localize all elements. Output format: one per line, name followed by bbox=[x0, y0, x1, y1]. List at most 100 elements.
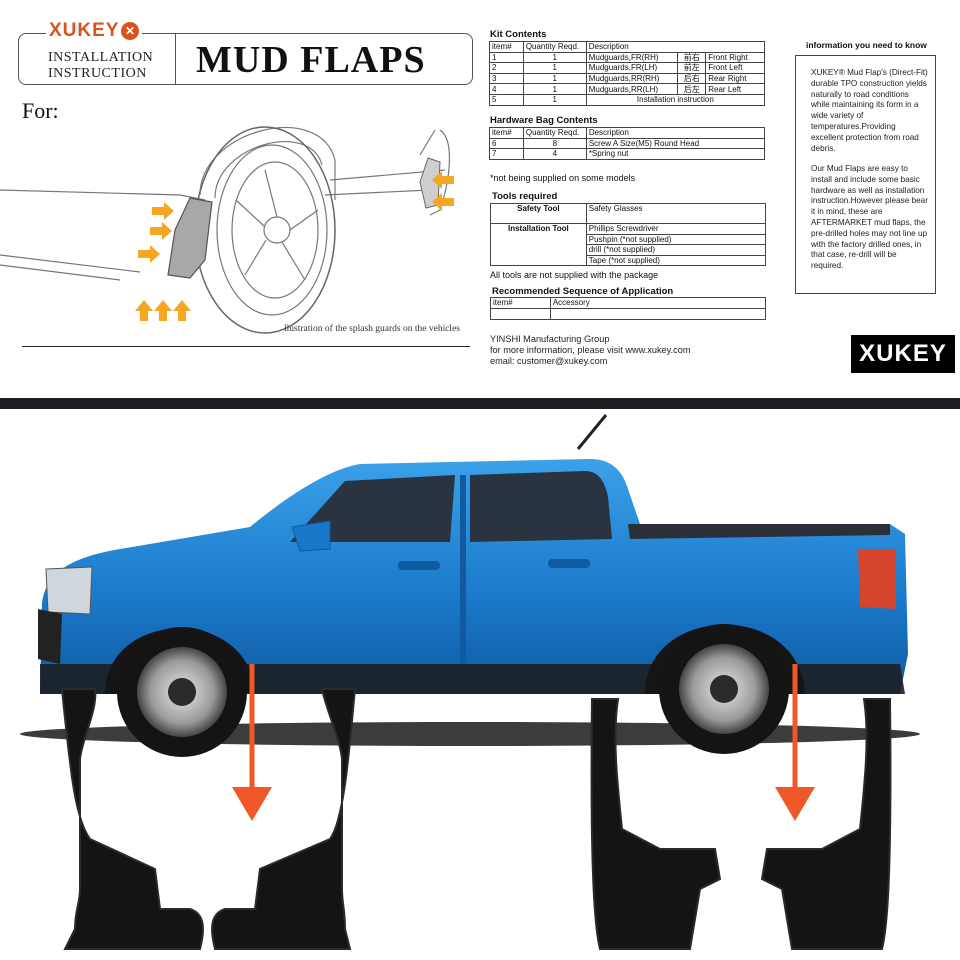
table-header-row: item# Quantity Reqd. Description bbox=[489, 41, 766, 53]
desc-cell: Mudguards,FR(LH) bbox=[585, 62, 679, 74]
position-cell: Rear Left bbox=[705, 83, 765, 95]
qty-cell: 8 bbox=[522, 137, 587, 150]
divider-line bbox=[22, 346, 470, 347]
item-cell: 1 bbox=[489, 51, 524, 64]
column-header: Quantity Reqd. bbox=[522, 41, 587, 53]
desc-cell: Installation instruction bbox=[585, 93, 766, 106]
table-row: 1 1 Mudguards,FR(RH) 前右 Front Right bbox=[489, 51, 765, 64]
column-header: Description bbox=[585, 127, 766, 139]
qty-cell: 1 bbox=[522, 93, 587, 106]
desc-cell: Mudguards,RR(LH) bbox=[585, 83, 679, 95]
info-paragraph: XUKEY® Mud Flap's (Direct-Fit) durable T… bbox=[811, 68, 928, 153]
for-label: For: bbox=[22, 98, 59, 123]
website-text: for more information, please visit www.x… bbox=[490, 345, 691, 355]
table-row: 7 4 *Spring nut bbox=[489, 148, 766, 160]
vehicle-line-diagram bbox=[0, 126, 454, 334]
sequence-table: item# Accessory bbox=[490, 297, 767, 320]
table-row: 3 1 Mudguards,RR(RH) 后右 Rear Right bbox=[489, 72, 765, 85]
install-tool-value: Tape (*not supplied) bbox=[585, 254, 767, 267]
hardware-title: Hardware Bag Contents bbox=[490, 115, 598, 126]
table-row: 4 1 Mudguards,RR(LH) 后左 Rear Left bbox=[489, 83, 765, 95]
front-flap-shape bbox=[167, 197, 213, 279]
info-box bbox=[795, 55, 936, 294]
qty-cell: 1 bbox=[522, 72, 587, 85]
email-text: email: customer@xukey.com bbox=[490, 356, 608, 366]
item-cell: 3 bbox=[489, 72, 524, 85]
item-cell: 2 bbox=[489, 62, 524, 74]
mud-flap-rear-right bbox=[590, 698, 722, 950]
install-tool-value: drill (*not supplied) bbox=[585, 244, 767, 256]
sequence-title: Recommended Sequence of Application bbox=[492, 286, 674, 297]
kit-contents-title: Kit Contents bbox=[490, 29, 547, 40]
tools-table: Safety Tool Safety Glasses Installation … bbox=[490, 203, 767, 267]
brand-mark-icon: ✕ bbox=[121, 22, 140, 40]
header-divider bbox=[175, 33, 176, 85]
table-header-row: item# Quantity Reqd. Description bbox=[489, 127, 766, 139]
instruction-line1: INSTALLATION bbox=[48, 50, 154, 65]
diagram-caption: llustration of the splash guards on the … bbox=[284, 324, 460, 334]
contact-block: YINSHI Manufacturing Group for more info… bbox=[490, 334, 691, 367]
company-name: YINSHI Manufacturing Group bbox=[490, 334, 610, 344]
table-row: 5 1 Installation instruction bbox=[489, 93, 766, 106]
qty-cell: 4 bbox=[522, 148, 587, 160]
qty-cell: 1 bbox=[522, 51, 587, 64]
brand-name: XUKEY bbox=[49, 20, 120, 41]
qty-cell: 1 bbox=[522, 83, 587, 95]
column-header: Description bbox=[585, 41, 766, 53]
cn-cell: 后左 bbox=[677, 83, 707, 95]
mud-flap-front-left bbox=[211, 688, 357, 950]
table-header-row: item# Accessory bbox=[490, 297, 767, 309]
brand-logo-dark: XUKEY bbox=[851, 335, 955, 373]
desc-cell: *Spring nut bbox=[585, 148, 766, 160]
table-row: Tape (*not supplied) bbox=[491, 254, 767, 267]
cn-cell: 前右 bbox=[677, 51, 707, 64]
hardware-note: *not being supplied on some models bbox=[490, 173, 636, 183]
position-cell: Front Left bbox=[705, 62, 765, 74]
front-window bbox=[290, 475, 455, 542]
truck-with-mud-flaps-photo bbox=[20, 414, 920, 950]
mud-flap-rear-left bbox=[760, 698, 892, 950]
kit-contents-table: item# Quantity Reqd. Description 1 1 Mud… bbox=[489, 41, 766, 106]
header-box bbox=[18, 33, 473, 85]
safety-tool-value: Safety Glasses bbox=[585, 203, 767, 224]
position-cell: Rear Right bbox=[705, 72, 765, 85]
column-header: item# bbox=[489, 127, 524, 139]
table-row: 6 8 Screw A Size(M5) Round Head bbox=[489, 137, 766, 150]
page-title: MUD FLAPS bbox=[196, 39, 426, 81]
desc-cell: Mudguards,RR(RH) bbox=[585, 72, 679, 85]
instruction-line2: INSTRUCTION bbox=[48, 66, 147, 81]
desc-cell: Screw A Size(M5) Round Head bbox=[585, 137, 766, 150]
table-row: Installation Tool Phillips Screwdriver bbox=[490, 222, 767, 267]
table-row: Safety Tool Safety Glasses bbox=[490, 203, 767, 224]
info-heading: information you need to know bbox=[806, 40, 927, 50]
table-row: 2 1 Mudguards,FR(LH) 前左 Front Left bbox=[489, 62, 765, 74]
column-header: Quantity Reqd. bbox=[522, 127, 587, 139]
desc-cell: Mudguards,FR(RH) bbox=[585, 51, 679, 64]
safety-tool-label: Safety Tool bbox=[490, 203, 587, 224]
cn-cell: 前左 bbox=[677, 62, 707, 74]
item-cell: 7 bbox=[489, 148, 524, 160]
mud-flap-front-right bbox=[60, 688, 204, 950]
rear-window bbox=[470, 471, 612, 542]
info-paragraph: Our Mud Flaps are easy to install and in… bbox=[811, 164, 928, 271]
install-arrow-icon bbox=[232, 664, 272, 821]
install-tool-value: Pushpin (*not supplied) bbox=[585, 233, 767, 246]
position-cell: Front Right bbox=[705, 51, 765, 64]
install-tool-label: Installation Tool bbox=[490, 222, 587, 267]
item-cell: 6 bbox=[489, 137, 524, 150]
empty-cell bbox=[549, 307, 767, 320]
section-divider-band bbox=[0, 398, 960, 409]
table-row bbox=[490, 307, 767, 320]
column-header: Accessory bbox=[549, 297, 767, 309]
item-cell: 4 bbox=[489, 83, 524, 95]
install-arrow-icon bbox=[775, 664, 815, 821]
empty-cell bbox=[490, 307, 551, 320]
tools-note: All tools are not supplied with the pack… bbox=[490, 270, 659, 280]
cn-cell: 后右 bbox=[677, 72, 707, 85]
item-cell: 5 bbox=[489, 93, 524, 106]
tools-title: Tools required bbox=[492, 191, 558, 202]
brand-logo: XUKEY✕ bbox=[46, 20, 143, 42]
column-header: item# bbox=[490, 297, 551, 309]
column-header: item# bbox=[489, 41, 524, 53]
hardware-table: item# Quantity Reqd. Description 6 8 Scr… bbox=[489, 127, 766, 160]
